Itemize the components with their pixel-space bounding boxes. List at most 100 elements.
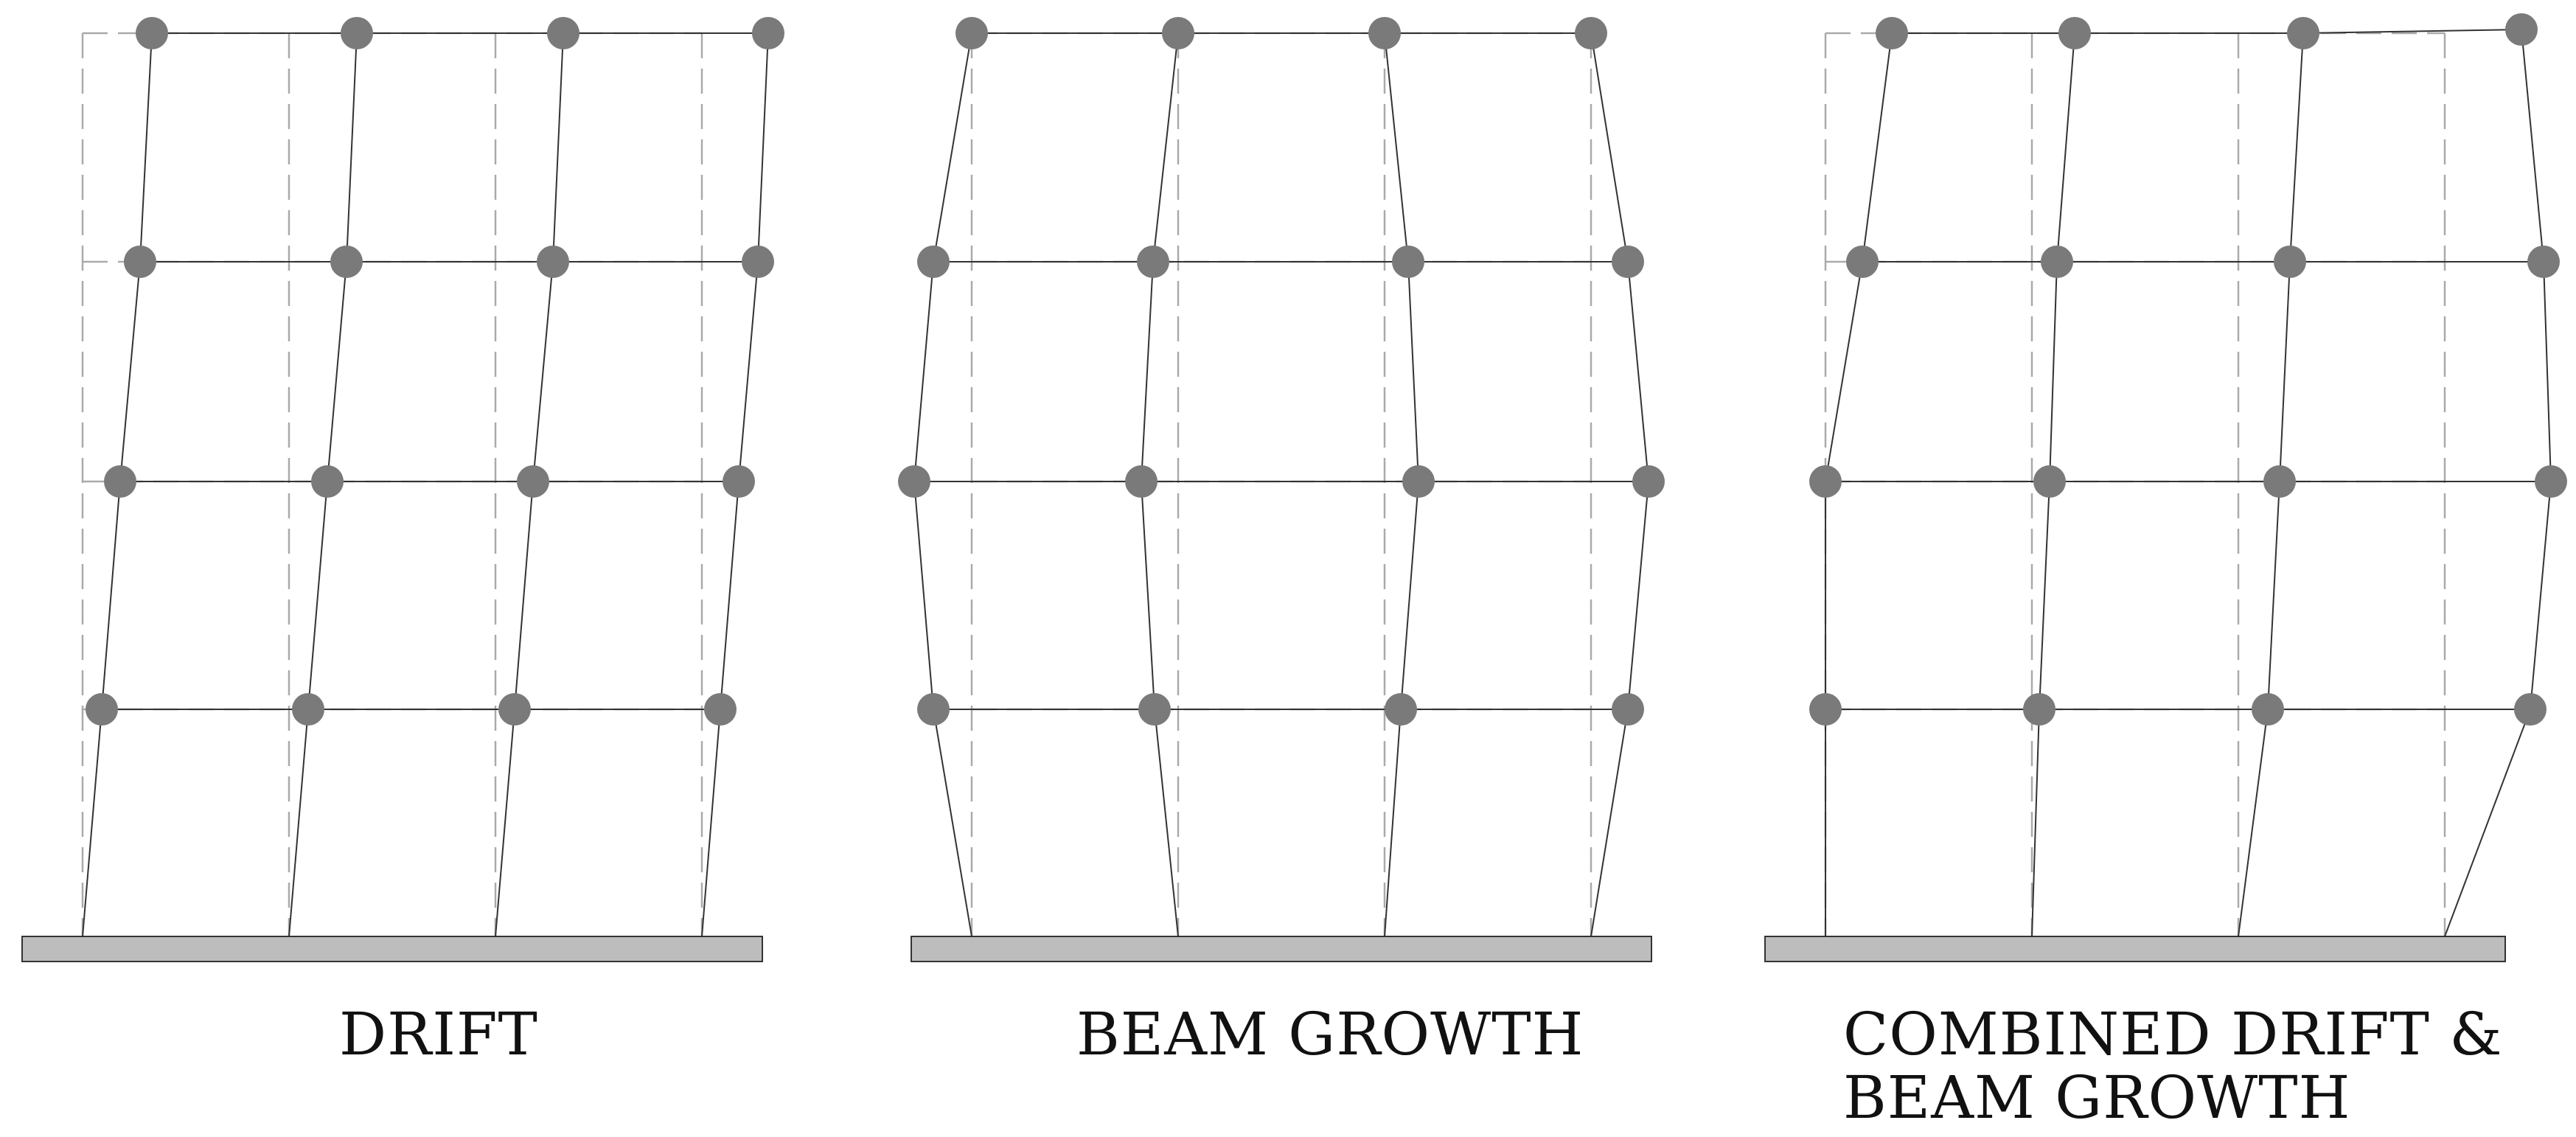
deformed-column-line [738,261,759,482]
frame-node [1846,246,1879,278]
deformed-column-line [701,709,721,937]
deformed-column-line [720,481,739,710]
deformed-frame [1825,29,2552,937]
base-slab [1764,936,2506,962]
frame-node [742,246,774,278]
deformed-column-line [327,261,347,482]
frame-node [2505,13,2538,46]
frame-node [1162,17,1194,49]
deformed-column-line [2543,261,2552,482]
frame-node [2287,17,2319,49]
combined-caption-line-1: COMBINED DRIFT & [1843,1000,2503,1068]
frame-node [2058,17,2091,49]
beam-growth-panel [898,17,1665,962]
deformed-column-line [933,709,972,937]
nodes [898,17,1665,726]
frame-node [752,17,784,49]
frame-node [498,693,531,726]
base-slab [21,936,763,962]
combined-panel [1764,13,2567,962]
base-slab [911,936,1652,962]
frame-node [537,246,569,278]
frame-node [2514,693,2547,726]
deformed-column-line [2039,481,2050,710]
deformed-column-line [1862,32,1893,262]
frame-node [2527,246,2560,278]
deformed-column-line [913,481,934,710]
frame-node [341,17,373,49]
deformed-column-line [913,261,934,482]
frame-node [1632,465,1665,498]
deformed-column-line [101,481,121,710]
deformed-column-line [119,261,141,482]
deformed-beam-line [2302,29,2522,34]
frame-node [1138,693,1171,726]
deformed-column-line [2031,709,2040,937]
frame-node [1402,465,1435,498]
deformed-column-line [2279,261,2291,482]
frame-node [917,693,950,726]
frame-node [1612,246,1644,278]
frame-node [1809,465,1842,498]
original-grid [970,32,1592,936]
deformed-frame [82,32,769,937]
frame-node [1809,693,1842,726]
deformed-column-line [2049,261,2058,482]
frame-node [1612,693,1644,726]
nodes [86,17,784,726]
deformed-column-line [2289,32,2304,262]
deformed-column-line [495,709,515,937]
frame-node [723,465,755,498]
frame-node [86,693,118,726]
deformed-column-line [139,32,153,262]
frame-node [2274,246,2306,278]
frame-node [311,465,344,498]
deformed-column-line [933,32,972,262]
deformed-frame [913,32,1649,937]
beam-growth-caption: BEAM GROWTH [1076,1000,1584,1068]
frame-node [2252,693,2284,726]
frame-node [2041,246,2073,278]
frame-node [517,465,549,498]
frame-node [136,17,168,49]
frame-node [1876,17,1908,49]
frame-node [1392,246,1424,278]
frame-node [330,246,363,278]
frame-node [292,693,324,726]
deformed-column-line [2238,709,2269,937]
frame-node [1368,17,1401,49]
deformed-column-line [1400,481,1419,710]
original-grid [81,32,703,936]
deformed-column-line [2444,709,2531,937]
frame-node [1125,465,1158,498]
frame-node [547,17,579,49]
deformed-column-line [1152,32,1179,262]
deformed-column-line [82,709,102,937]
deformed-column-line [346,32,358,262]
deformed-column-line [1384,32,1409,262]
deformed-column-line [288,709,309,937]
deformed-column-line [307,481,328,710]
frame-node [898,465,930,498]
deformed-column-line [1384,709,1402,937]
frame-node [2033,465,2066,498]
deformed-column-line [1825,261,1863,482]
combined-caption-line-2: BEAM GROWTH [1843,1063,2351,1132]
frame-node [2535,465,2567,498]
deformed-column-line [532,261,554,482]
frame-node [1137,246,1169,278]
drift-caption: DRIFT [339,1000,538,1068]
deformed-column-line [1627,481,1649,710]
frame-node [955,17,988,49]
deformed-column-line [1154,709,1179,937]
deformed-column-line [552,32,564,262]
frame-node [2263,465,2296,498]
deformed-column-line [514,481,534,710]
combined-caption: COMBINED DRIFT & BEAM GROWTH [1843,1003,2503,1130]
deformed-column-line [2056,32,2075,262]
deformed-column-line [1141,481,1155,710]
frame-node [1575,17,1607,49]
deformed-column-line [1627,261,1649,482]
deformed-column-line [2267,481,2280,710]
